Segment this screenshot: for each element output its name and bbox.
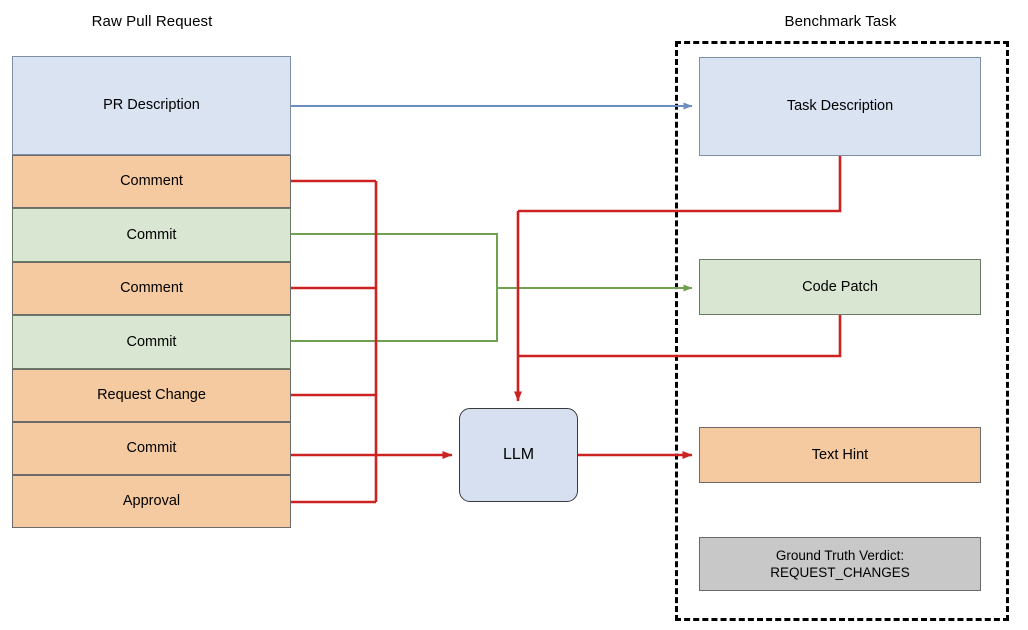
pr-item-label: Commit	[126, 333, 177, 350]
pr-item-commit-3[interactable]: Commit	[12, 422, 291, 475]
pr-item-request-change[interactable]: Request Change	[12, 369, 291, 422]
pr-item-label: Commit	[126, 226, 177, 243]
edge-review-events-to-llm	[291, 179, 453, 504]
benchmark-item-label: Text Hint	[811, 446, 869, 463]
pr-item-comment-2[interactable]: Comment	[12, 262, 291, 315]
pr-item-comment-1[interactable]: Comment	[12, 155, 291, 208]
pr-item-label: Comment	[120, 280, 183, 297]
ground-truth-verdict-line-2: REQUEST_CHANGES	[770, 565, 910, 580]
llm-node[interactable]: LLM	[459, 408, 578, 502]
edge-commits-to-code-patch	[291, 233, 693, 342]
benchmark-item-ground-truth-verdict[interactable]: Ground Truth Verdict: REQUEST_CHANGES	[699, 537, 981, 591]
benchmark-item-label: Code Patch	[802, 278, 878, 295]
pr-item-label: Commit	[126, 440, 177, 457]
pr-item-label: Approval	[122, 493, 181, 510]
pr-item-label: PR Description	[103, 97, 200, 114]
pr-item-commit-2[interactable]: Commit	[12, 315, 291, 369]
ground-truth-verdict-line-1: Ground Truth Verdict:	[775, 547, 905, 563]
left-panel-title: Raw Pull Request	[91, 13, 213, 30]
llm-label: LLM	[502, 445, 535, 463]
benchmark-item-code-patch[interactable]: Code Patch	[699, 259, 981, 315]
right-panel-title: Benchmark Task	[784, 13, 897, 30]
pr-item-approval[interactable]: Approval	[12, 475, 291, 528]
pr-item-label: Request Change	[97, 387, 206, 404]
pr-item-pr-description[interactable]: PR Description	[12, 56, 291, 155]
benchmark-item-text-hint[interactable]: Text Hint	[699, 427, 981, 483]
pr-item-label: Comment	[120, 173, 183, 190]
pr-item-commit-1[interactable]: Commit	[12, 208, 291, 262]
benchmark-item-label: Task Description	[786, 98, 894, 115]
benchmark-item-task-description[interactable]: Task Description	[699, 57, 981, 156]
